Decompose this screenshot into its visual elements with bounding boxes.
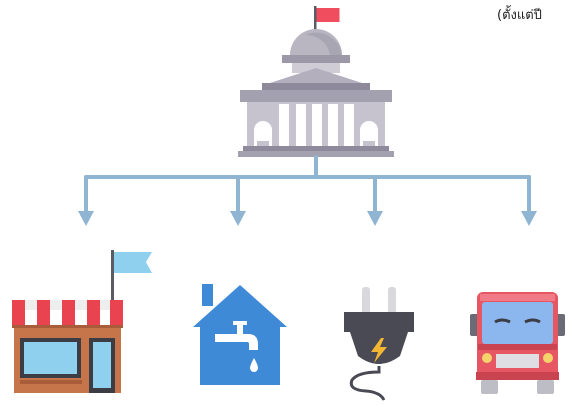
arrowhead-2 <box>230 211 246 226</box>
arrowhead-4 <box>521 211 537 226</box>
connector-tree <box>84 155 531 215</box>
shop-icon <box>10 250 152 393</box>
caption-text: (ตั้งแต่ปี <box>497 8 542 23</box>
flagpole <box>314 6 317 32</box>
water-utility-house-icon <box>193 284 287 385</box>
arrowhead-3 <box>367 211 383 226</box>
arrowhead-1 <box>78 211 94 226</box>
government-building-icon <box>238 6 394 157</box>
bus-icon <box>470 292 565 394</box>
electric-plug-icon <box>344 287 414 401</box>
flag <box>316 8 340 22</box>
